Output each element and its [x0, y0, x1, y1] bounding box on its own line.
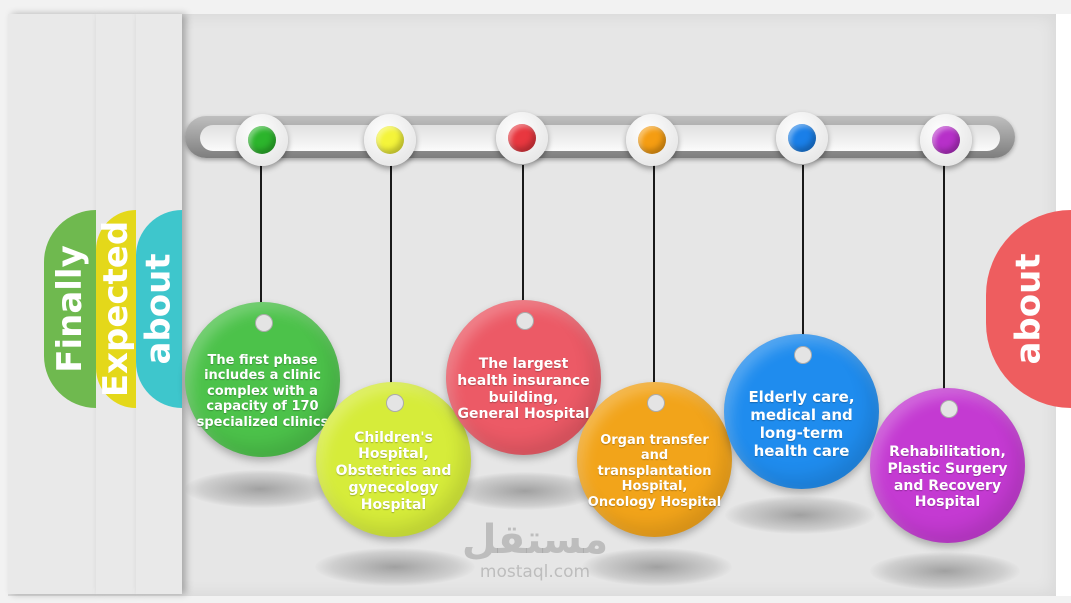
- watermark-arabic: مستقل: [461, 517, 609, 563]
- timeline-node-2[interactable]: [364, 114, 416, 166]
- timeline-node-1[interactable]: [236, 114, 288, 166]
- node-dot: [508, 124, 536, 152]
- hanging-string: [390, 165, 392, 393]
- node-dot: [638, 126, 666, 154]
- tag-hole: [939, 400, 958, 418]
- hanging-string: [943, 165, 945, 401]
- tag-shadow: [870, 552, 1020, 590]
- tag-childrens-hospital[interactable]: Children's Hospital, Obstetrics and gyne…: [316, 382, 471, 537]
- tag-elderly-care-text: Elderly care, medical and long-term heal…: [748, 387, 855, 460]
- tag-shadow: [185, 470, 335, 508]
- tab-expected-label: Expected: [96, 220, 137, 398]
- tag-health-insurance[interactable]: The largest health insurance building, G…: [446, 300, 601, 455]
- tab-finally-label: Finally: [50, 245, 90, 373]
- tag-childrens-hospital-text: Children's Hospital, Obstetrics and gyne…: [335, 429, 452, 513]
- tag-shadow: [315, 548, 475, 586]
- tab-about-right-label: about: [1008, 253, 1049, 365]
- hanging-string: [653, 165, 655, 393]
- node-dot: [376, 126, 404, 154]
- tag-clinic-complex-text: The first phase includes a clinic comple…: [196, 352, 329, 430]
- tag-clinic-complex[interactable]: The first phase includes a clinic comple…: [185, 302, 340, 457]
- timeline-node-4[interactable]: [626, 114, 678, 166]
- tab-expected[interactable]: Expected: [96, 210, 136, 408]
- tag-hole: [793, 346, 812, 364]
- tag-hole: [254, 314, 273, 332]
- hanging-string: [260, 165, 262, 313]
- node-dot: [932, 126, 960, 154]
- node-dot: [788, 124, 816, 152]
- tag-hole: [646, 394, 665, 412]
- timeline-node-5[interactable]: [776, 112, 828, 164]
- node-dot: [248, 126, 276, 154]
- timeline-rail-groove: [200, 125, 1000, 151]
- tag-health-insurance-text: The largest health insurance building, G…: [457, 355, 590, 423]
- tag-hole: [515, 312, 534, 330]
- tab-about-left[interactable]: about: [136, 210, 182, 408]
- tag-rehabilitation[interactable]: Rehabilitation, Plastic Surgery and Reco…: [870, 388, 1025, 543]
- tag-rehabilitation-text: Rehabilitation, Plastic Surgery and Reco…: [887, 443, 1008, 511]
- timeline-node-3[interactable]: [496, 112, 548, 164]
- watermark-latin: mostaql.com: [479, 562, 591, 582]
- hanging-string: [522, 165, 524, 313]
- tag-organ-transplant-text: Organ transfer and transplantation Hospi…: [587, 432, 722, 510]
- tab-finally[interactable]: Finally: [44, 210, 96, 408]
- tag-shadow: [450, 472, 600, 510]
- tag-organ-transplant[interactable]: Organ transfer and transplantation Hospi…: [577, 382, 732, 537]
- tag-hole: [385, 394, 404, 412]
- timeline-node-6[interactable]: [920, 114, 972, 166]
- tag-shadow: [582, 548, 732, 586]
- tag-elderly-care[interactable]: Elderly care, medical and long-term heal…: [724, 334, 879, 489]
- tab-about-left-label: about: [139, 253, 180, 365]
- tag-shadow: [725, 496, 875, 534]
- hanging-string: [802, 165, 804, 345]
- watermark: مستقل mostaql.com: [455, 518, 615, 582]
